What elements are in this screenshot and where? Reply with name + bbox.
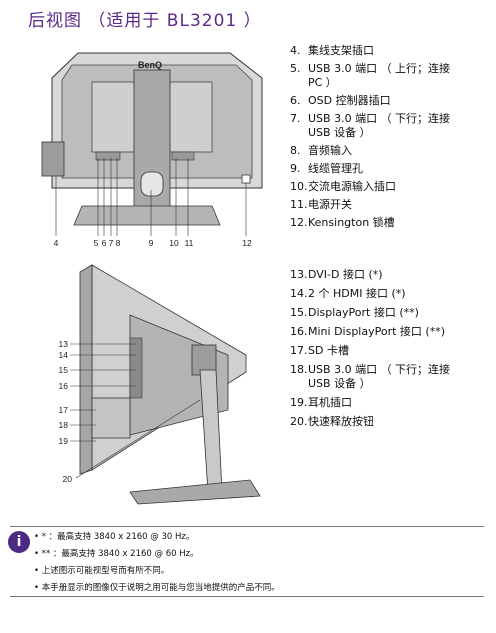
list-item: 6.OSD 控制器插口 bbox=[290, 94, 391, 107]
fig1-label: 11 bbox=[185, 238, 194, 248]
fig1-label: 6 bbox=[102, 238, 107, 248]
note-line: • * ：最高支持 3840 x 2160 @ 30 Hz。 bbox=[34, 532, 195, 542]
fig2-label: 13 bbox=[59, 339, 69, 349]
fig2-label: 16 bbox=[59, 381, 69, 391]
list-item: 8.音频输入 bbox=[290, 144, 352, 157]
list-item: 17.SD 卡槽 bbox=[290, 344, 349, 357]
page-title: 后视图 （适用于 BL3201 ） bbox=[28, 11, 262, 31]
list-item: 16.Mini DisplayPort 接口 (**) bbox=[290, 325, 446, 338]
list-item: 20.快速释放按钮 bbox=[290, 415, 374, 428]
fig1-label: 7 bbox=[109, 238, 114, 248]
fig1-label: 12 bbox=[242, 238, 252, 248]
fig1-label: 8 bbox=[116, 238, 121, 248]
brand-logo: BenQ bbox=[138, 60, 162, 70]
note-line: • ** ：最高支持 3840 x 2160 @ 60 Hz。 bbox=[34, 549, 199, 559]
info-icon: i bbox=[8, 531, 30, 553]
fig1-label: 5 bbox=[94, 238, 99, 248]
list-item: 19.耳机插口 bbox=[290, 396, 352, 409]
fig2-label: 14 bbox=[59, 350, 69, 360]
fig1-label: 10 bbox=[169, 238, 179, 248]
fig2-label: 15 bbox=[59, 365, 69, 375]
list-item: 9.线缆管理孔 bbox=[290, 162, 363, 175]
list-item: 4.集线支架插口 bbox=[290, 44, 374, 57]
fig2-label: 18 bbox=[59, 420, 69, 430]
connector-list-bottom: 13.DVI-D 接口 (*) 14.2 个 HDMI 接口 (*) 15.Di… bbox=[290, 268, 490, 434]
list-item: 15.DisplayPort 接口 (**) bbox=[290, 306, 419, 319]
monitor-side-view-figure: 13 14 15 16 17 18 19 20 bbox=[59, 264, 261, 505]
list-item: 10.交流电源输入插口 bbox=[290, 180, 396, 193]
fig1-label: 4 bbox=[54, 238, 59, 248]
note-line: • 本手册显示的图像仅于说明之用可能与您当地提供的产品不同。 bbox=[34, 583, 280, 593]
notes-top-rule bbox=[10, 526, 484, 527]
fig1-label: 9 bbox=[149, 238, 154, 248]
notes-bottom-rule bbox=[10, 596, 484, 597]
list-item: 14.2 个 HDMI 接口 (*) bbox=[290, 287, 406, 300]
note-line: • 上述图示可能视型号而有所不同。 bbox=[34, 566, 170, 576]
monitor-rear-view-figure: BenQ 4 5 6 7 8 9 10 11 12 bbox=[41, 52, 263, 248]
fig2-label: 17 bbox=[59, 405, 69, 415]
fig2-label: 20 bbox=[63, 474, 73, 484]
list-item: 13.DVI-D 接口 (*) bbox=[290, 268, 383, 281]
list-item: 12.Kensington 锁槽 bbox=[290, 216, 395, 229]
list-item: 11.电源开关 bbox=[290, 198, 352, 211]
fig2-label: 19 bbox=[59, 436, 69, 446]
